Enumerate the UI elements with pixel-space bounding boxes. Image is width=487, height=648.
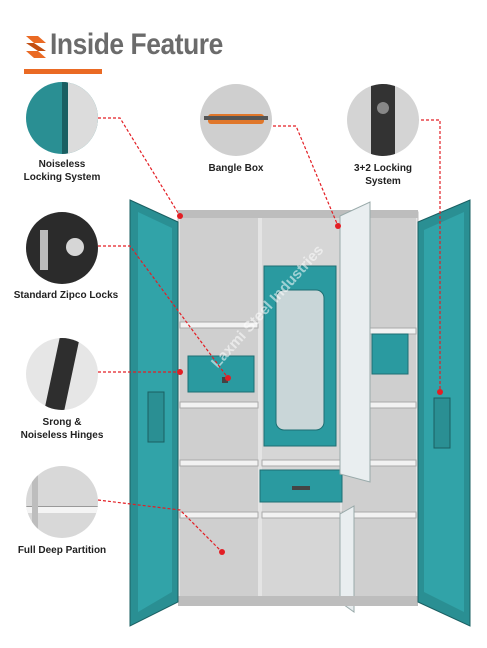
cabinet-image [128,192,478,630]
zipco-lock-thumbnail [26,212,98,284]
marker-dot [225,375,231,381]
zipco-label: Standard Zipco Locks [13,290,119,301]
bangle-box-thumbnail [200,84,272,156]
noiseless-label-line1: Noiseless [38,159,86,170]
locking-label-line2: System [365,176,401,187]
title-underline [24,69,102,74]
partition-thumbnail [26,466,98,538]
noiseless-label-line2: Locking System [23,172,101,183]
marker-dot [335,223,341,229]
hinges-label-line1: Srong & [42,417,82,428]
locking-label-line1: 3+2 Locking [353,163,413,174]
noiseless-lock-thumbnail [26,82,98,154]
bangle-box-label: Bangle Box [208,163,264,174]
partition-label: Full Deep Partition [17,545,107,556]
brand-logo-icon [24,34,48,60]
page-title: Inside Feature [50,28,223,61]
marker-dot [177,369,183,375]
hinges-label-line2: Noiseless Hinges [20,430,104,441]
marker-dot [437,389,443,395]
locking-system-thumbnail [347,84,419,156]
marker-dot [219,549,225,555]
hinges-thumbnail [26,338,98,410]
marker-dot [177,213,183,219]
